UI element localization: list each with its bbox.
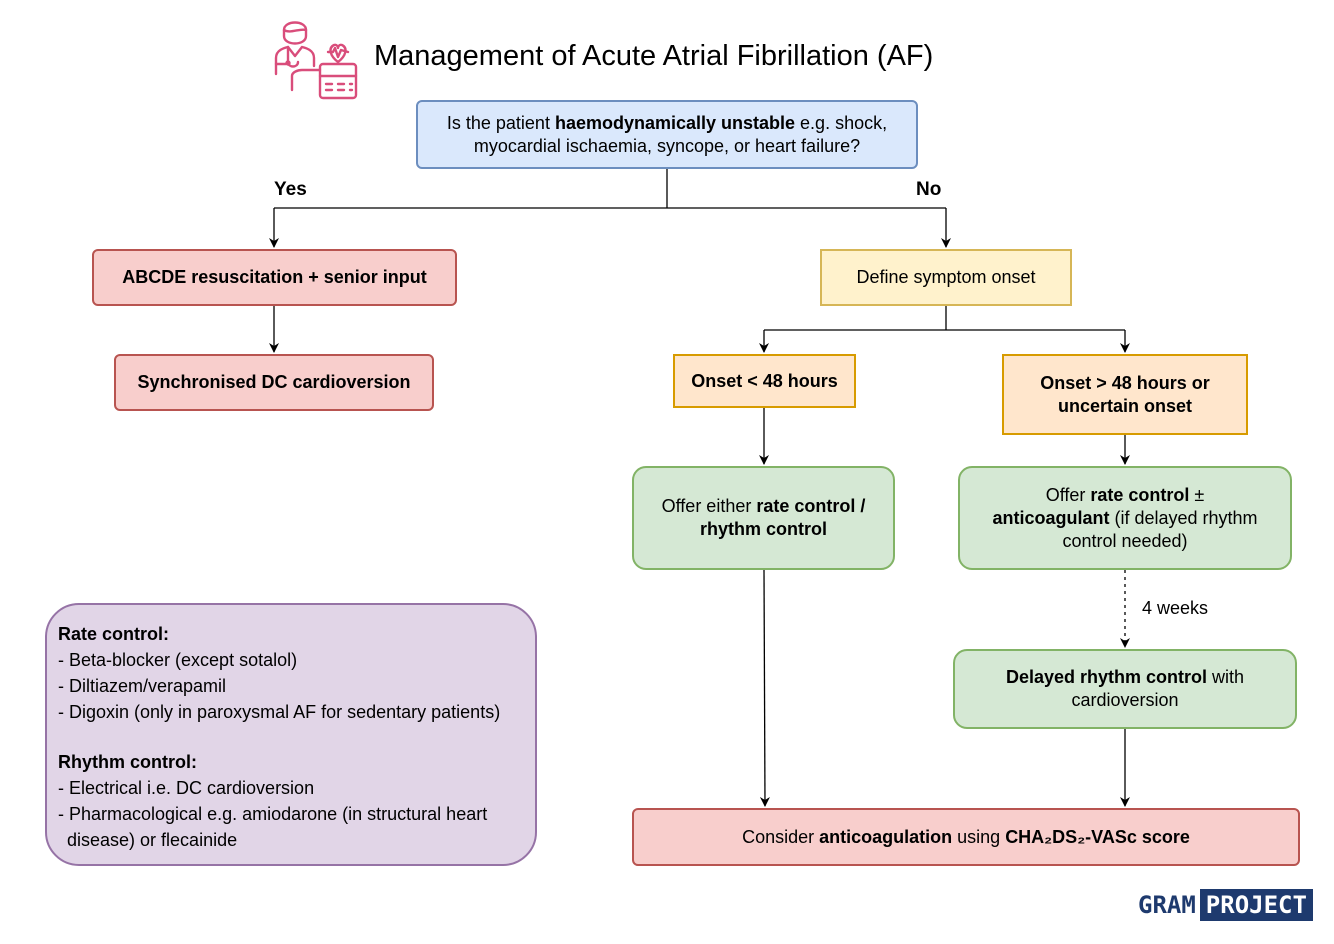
- legend-rhythm-title: Rhythm control:: [58, 752, 197, 772]
- legend-rate-item: - Beta-blocker (except sotalol): [58, 650, 298, 670]
- delayed-rhythm-box: Delayed rhythm control with cardioversio…: [953, 649, 1297, 729]
- no-label: No: [916, 179, 942, 200]
- question-unstable-box: Is the patient haemodynamically unstable…: [416, 100, 918, 169]
- legend-rate-title: Rate control:: [58, 624, 170, 644]
- onset-short-box: Onset < 48 hours: [673, 354, 856, 408]
- connector-either-to-final: [759, 569, 770, 807]
- legend-rate-item: - Digoxin (only in paroxysmal AF for sed…: [58, 702, 501, 722]
- legend-rate-item: - Diltiazem/verapamil: [58, 676, 227, 696]
- offer-either-box: Offer either rate control / rhythm contr…: [632, 466, 895, 570]
- legend-rhythm-item: - Electrical i.e. DC cardioversion: [58, 778, 315, 798]
- connector-onset-split: [764, 306, 1125, 331]
- define-onset-box: Define symptom onset: [820, 249, 1072, 306]
- page-title: Management of Acute Atrial Fibrillation …: [374, 40, 934, 72]
- treatment-options-legend: Rate control: - Beta-blocker (except sot…: [45, 603, 537, 866]
- wait-4-weeks-label: 4 weeks: [1142, 598, 1209, 618]
- dc-cardioversion-box: Synchronised DC cardioversion: [114, 354, 434, 411]
- resuscitation-box: ABCDE resuscitation + senior input: [92, 249, 457, 306]
- onset-long-box: Onset > 48 hours or uncertain onset: [1002, 354, 1248, 435]
- connector-question-split: [274, 169, 946, 209]
- doctor-ecg-monitor-icon: [274, 21, 358, 100]
- legend-rhythm-item: - Pharmacological e.g. amiodarone (in st…: [58, 804, 488, 824]
- yes-label: Yes: [274, 179, 307, 200]
- offer-rate-anticoagulant-box: Offer rate control ± anticoagulant (if d…: [958, 466, 1292, 570]
- gram-project-logo: GRAM PROJECT: [1138, 889, 1313, 921]
- legend-rhythm-item: disease) or flecainide: [67, 830, 238, 850]
- question-line-2: myocardial ischaemia, syncope, or heart …: [473, 135, 861, 156]
- question-line-1: Is the patient haemodynamically unstable…: [446, 112, 888, 133]
- consider-anticoagulation-box: Consider anticoagulation using CHA₂DS₂-V…: [632, 808, 1300, 866]
